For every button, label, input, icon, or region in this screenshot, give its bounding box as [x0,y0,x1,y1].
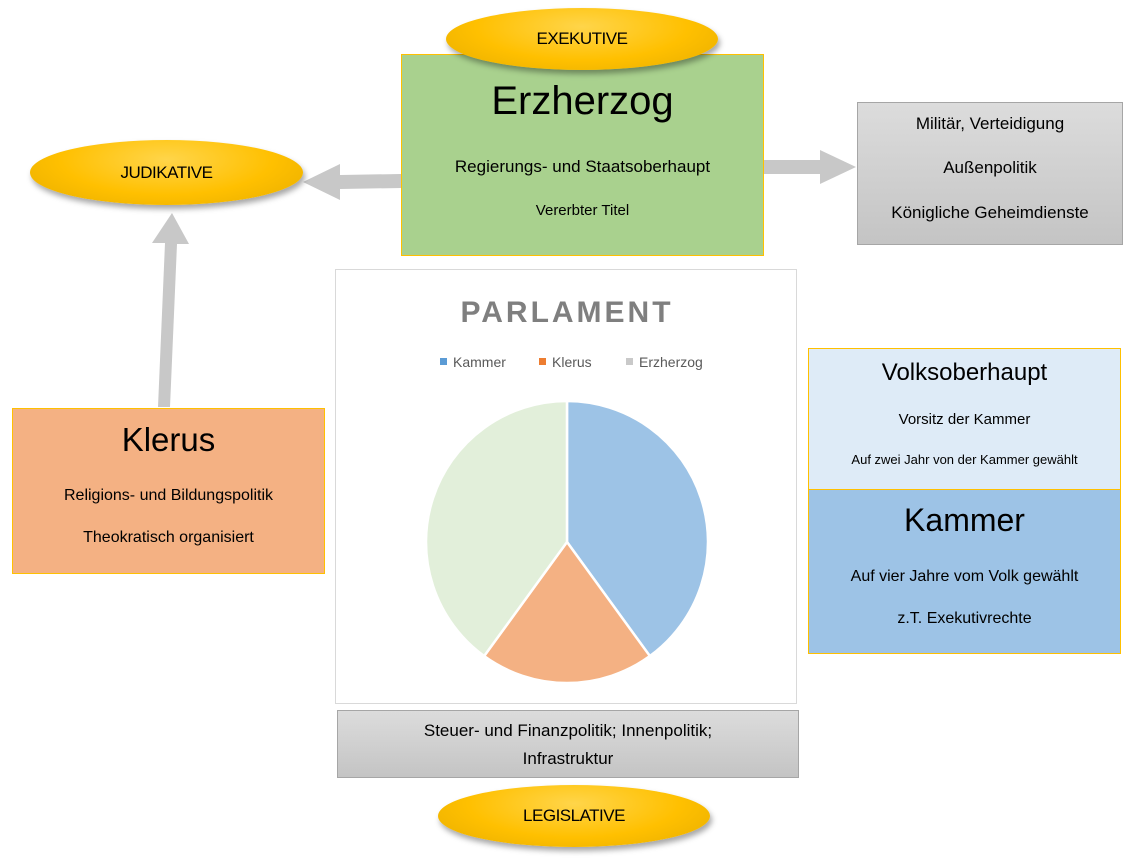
kammer-line: z.T. Exekutivrechte [897,610,1032,627]
exec-power-item: Militär, Verteidigung [915,114,1065,133]
legend-label: Klerus [552,354,592,370]
arrow-klerus-to-judikative [152,213,189,407]
erzherzog-detail: Vererbter Titel [535,202,630,219]
pie-slice-erzherzog [424,399,569,658]
exec-power-item: Königliche Geheimdienste [891,203,1089,222]
klerus-line: Theokratisch organisiert [83,529,254,546]
legislative-powers-box: Steuer- und Finanzpolitik; Innenpolitik;… [337,710,799,778]
legislative-label: LEGISLATIVE [438,785,710,847]
parlament-chart: PARLAMENT Kammer Klerus Erzherzog [335,269,797,704]
erzherzog-subtitle: Regierungs- und Staatsoberhaupt [454,157,711,176]
legend-marker [539,358,546,365]
legend-label: Kammer [453,354,506,370]
judikative-label: JUDIKATIVE [30,140,303,205]
chart-title: PARLAMENT [460,296,673,329]
legislative-powers-line: Steuer- und Finanzpolitik; Innenpolitik; [423,721,713,740]
volksoberhaupt-box: Volksoberhaupt Vorsitz der Kammer Auf zw… [808,348,1121,490]
exekutive-label: EXEKUTIVE [446,8,718,70]
klerus-title: Klerus [121,421,216,458]
legend-label: Erzherzog [639,354,703,370]
pie-slice-klerus [482,539,652,685]
kammer-box: Kammer Auf vier Jahre vom Volk gewählt z… [808,489,1121,654]
klerus-box: Klerus Religions- und Bildungspolitik Th… [12,408,325,574]
chart-legend: Kammer Klerus Erzherzog [440,354,703,370]
arrow-to-judikative [303,164,401,200]
pie-chart-svg: PARLAMENT Kammer Klerus Erzherzog [424,296,710,685]
legend-marker [626,358,633,365]
volksoberhaupt-line: Vorsitz der Kammer [898,411,1031,428]
kammer-line: Auf vier Jahre vom Volk gewählt [850,568,1079,585]
pie-slices [424,399,710,685]
arrow-to-exec-powers [764,150,856,184]
exec-powers-box: Militär, Verteidigung Außenpolitik König… [857,102,1123,245]
erzherzog-title: Erzherzog [491,79,674,123]
volksoberhaupt-title: Volksoberhaupt [881,359,1048,386]
klerus-line: Religions- und Bildungspolitik [63,487,273,504]
kammer-title: Kammer [904,502,1025,538]
pie-slice-kammer [565,399,710,658]
exec-power-item: Außenpolitik [943,158,1037,177]
legislative-powers-line: Infrastruktur [522,749,614,768]
erzherzog-box: Erzherzog Regierungs- und Staatsoberhaup… [401,54,764,256]
volksoberhaupt-line: Auf zwei Jahr von der Kammer gewählt [851,452,1078,467]
legend-marker [440,358,447,365]
